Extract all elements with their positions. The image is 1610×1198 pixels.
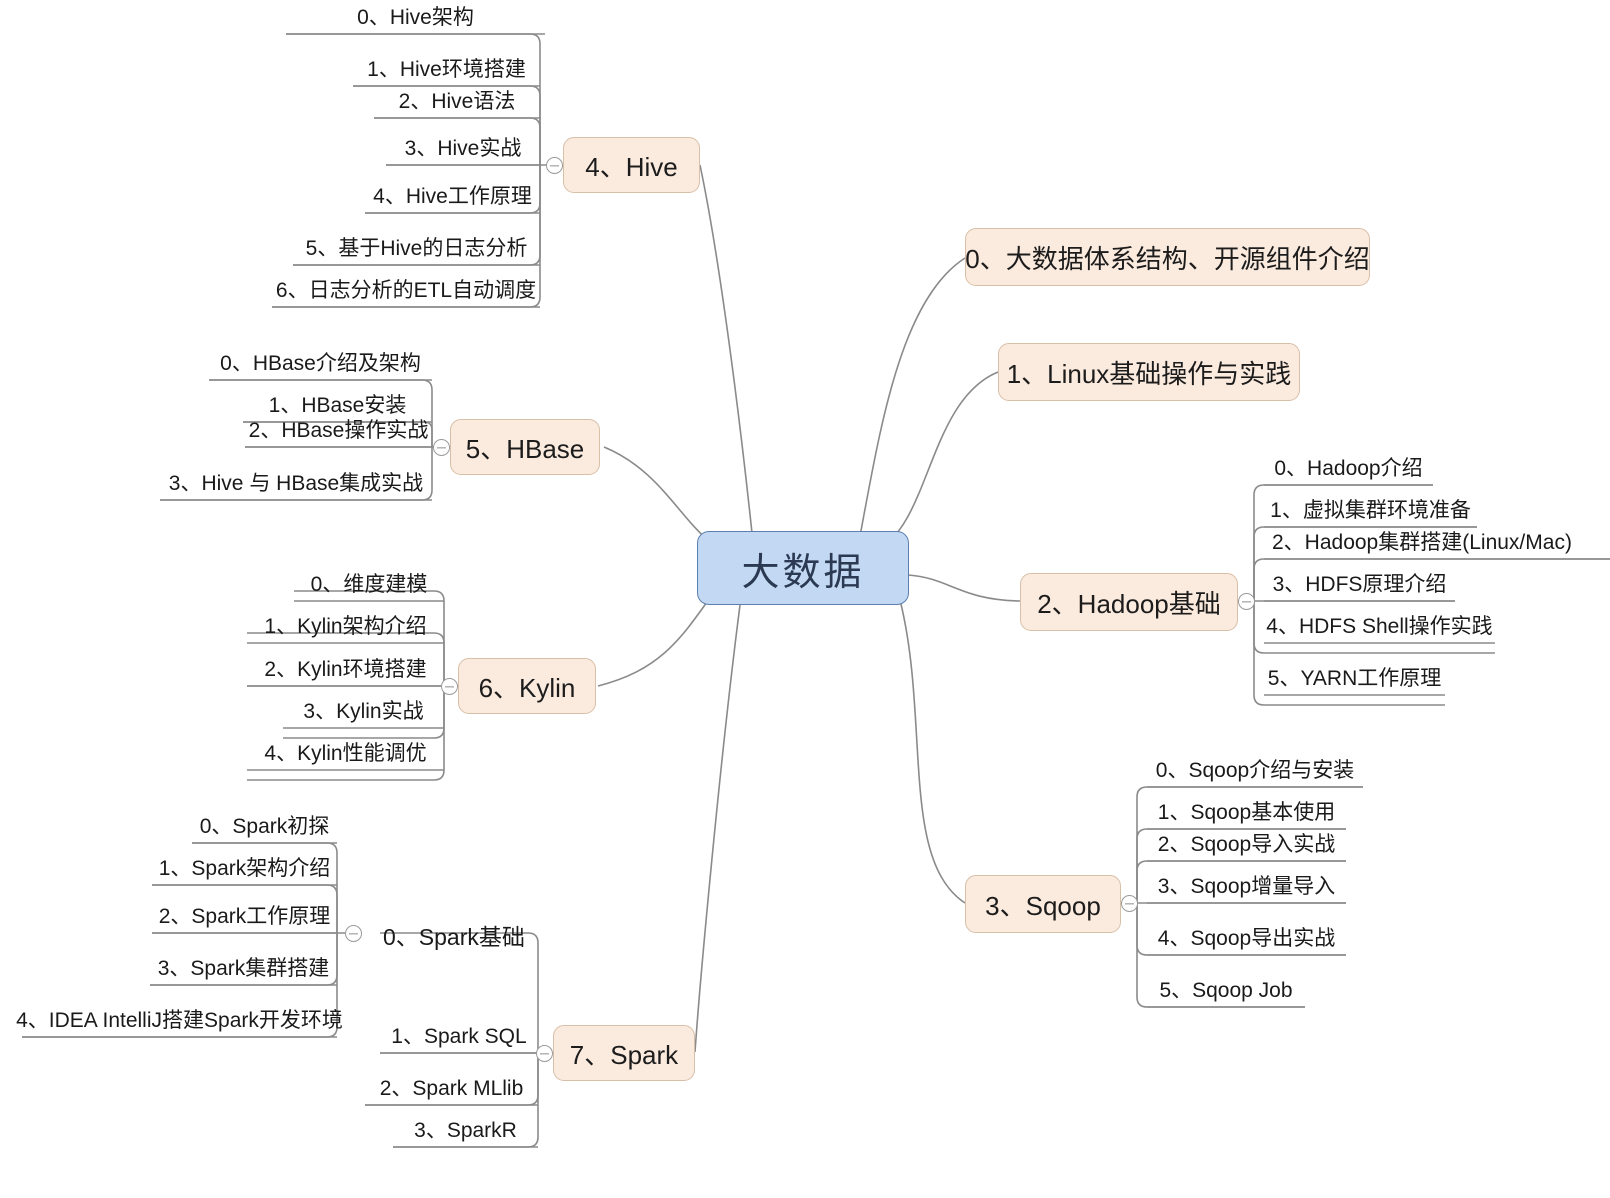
leaf-spark-basics-0-label: 0、Spark初探 xyxy=(199,815,330,838)
leaf-kylin-3[interactable]: 3、Kylin实战 xyxy=(283,694,444,728)
root-node[interactable]: 大数据 xyxy=(697,531,909,605)
root-node-label: 大数据 xyxy=(741,551,865,594)
leaf-kylin-1-label: 1、Kylin架构介绍 xyxy=(264,615,427,638)
leaf-hive-5-label: 5、基于Hive的日志分析 xyxy=(305,237,528,260)
leaf-spark-basics-4[interactable]: 4、IDEA IntelliJ搭建Spark开发环境 xyxy=(16,1003,343,1037)
topic-node-2[interactable]: 2、Hadoop基础 xyxy=(1020,573,1238,631)
leaf-hadoop-0-label: 0、Hadoop介绍 xyxy=(1274,457,1423,480)
topic-node-1-label: 1、Linux基础操作与实践 xyxy=(1006,358,1292,389)
leaf-hive-4-label: 4、Hive工作原理 xyxy=(373,185,532,208)
leaf-sqoop-3-label: 3、Sqoop增量导入 xyxy=(1157,875,1336,898)
leaf-hive-2-label: 2、Hive语法 xyxy=(398,90,516,113)
leaf-spark-basics-2-label: 2、Spark工作原理 xyxy=(158,905,331,928)
leaf-kylin-2-label: 2、Kylin环境搭建 xyxy=(264,658,427,681)
topic-node-6-label: 6、Kylin xyxy=(478,672,576,703)
topic-node-6-collapse-minus-icon[interactable] xyxy=(441,678,458,695)
leaf-sqoop-3[interactable]: 3、Sqoop增量导入 xyxy=(1147,869,1346,903)
leaf-sqoop-4[interactable]: 4、Sqoop导出实战 xyxy=(1147,921,1346,955)
leaf-sqoop-5-label: 5、Sqoop Job xyxy=(1159,979,1293,1002)
leaf-sqoop-2[interactable]: 2、Sqoop导入实战 xyxy=(1147,827,1346,861)
leaf-spark-basics-4-label: 4、IDEA IntelliJ搭建Spark开发环境 xyxy=(16,1009,343,1032)
topic-node-4-label: 4、Hive xyxy=(585,151,678,182)
subgroup-spark-basics-text: 0、Spark基础 xyxy=(383,924,525,950)
leaf-hbase-2-label: 2、HBase操作实战 xyxy=(248,419,429,442)
topic-node-1[interactable]: 1、Linux基础操作与实践 xyxy=(998,343,1300,401)
leaf-spark-2-label: 2、Spark MLlib xyxy=(379,1077,524,1100)
leaf-sqoop-2-label: 2、Sqoop导入实战 xyxy=(1157,833,1336,856)
topic-node-7-collapse-minus-icon[interactable] xyxy=(536,1045,553,1062)
leaf-hadoop-1[interactable]: 1、虚拟集群环境准备 xyxy=(1264,493,1477,527)
leaf-hive-3[interactable]: 3、Hive实战 xyxy=(386,131,540,165)
topic-node-2-collapse-minus-icon[interactable] xyxy=(1238,593,1255,610)
leaf-spark-basics-1-label: 1、Spark架构介绍 xyxy=(158,857,331,880)
leaf-spark-3-label: 3、SparkR xyxy=(414,1119,517,1142)
topic-node-4[interactable]: 4、Hive xyxy=(563,137,700,193)
leaf-hive-4[interactable]: 4、Hive工作原理 xyxy=(365,179,540,213)
leaf-spark-3[interactable]: 3、SparkR xyxy=(393,1113,538,1147)
leaf-spark-basics-1[interactable]: 1、Spark架构介绍 xyxy=(152,851,337,885)
leaf-kylin-1[interactable]: 1、Kylin架构介绍 xyxy=(247,609,444,643)
leaf-kylin-0-label: 0、维度建模 xyxy=(310,573,428,596)
leaf-hive-6[interactable]: 6、日志分析的ETL自动调度 xyxy=(272,273,540,307)
leaf-kylin-3-label: 3、Kylin实战 xyxy=(303,700,424,723)
leaf-hadoop-5[interactable]: 5、YARN工作原理 xyxy=(1264,661,1445,695)
leaf-hadoop-5-label: 5、YARN工作原理 xyxy=(1267,667,1442,690)
leaf-spark-1-label: 1、Spark SQL xyxy=(391,1025,527,1048)
leaf-hbase-1-label: 1、HBase安装 xyxy=(268,394,407,417)
leaf-hadoop-1-label: 1、虚拟集群环境准备 xyxy=(1270,499,1471,522)
leaf-hive-3-label: 3、Hive实战 xyxy=(404,137,522,160)
leaf-hive-1-label: 1、Hive环境搭建 xyxy=(367,58,526,81)
leaf-hive-6-label: 6、日志分析的ETL自动调度 xyxy=(275,279,537,302)
topic-node-7-label: 7、Spark xyxy=(569,1039,679,1070)
topic-node-3[interactable]: 3、Sqoop xyxy=(965,875,1121,933)
topic-node-6[interactable]: 6、Kylin xyxy=(458,658,596,714)
topic-node-5-collapse-minus-icon[interactable] xyxy=(433,439,450,456)
leaf-hadoop-3[interactable]: 3、HDFS原理介绍 xyxy=(1264,567,1455,601)
leaf-hbase-1[interactable]: 1、HBase安装 xyxy=(243,388,432,422)
leaf-sqoop-0[interactable]: 0、Sqoop介绍与安装 xyxy=(1147,753,1363,787)
topic-node-0-label: 0、大数据体系结构、开源组件介绍 xyxy=(965,243,1370,274)
leaf-hadoop-2-label: 2、Hadoop集群搭建(Linux/Mac) xyxy=(1272,531,1572,554)
leaf-hadoop-2[interactable]: 2、Hadoop集群搭建(Linux/Mac) xyxy=(1272,525,1610,559)
subgroup-spark-basics-label[interactable]: 0、Spark基础 xyxy=(383,918,525,952)
leaf-hive-0-label: 0、Hive架构 xyxy=(357,6,474,29)
topic-node-0[interactable]: 0、大数据体系结构、开源组件介绍 xyxy=(965,228,1370,286)
leaf-spark-basics-3[interactable]: 3、Spark集群搭建 xyxy=(150,951,337,985)
leaf-hadoop-3-label: 3、HDFS原理介绍 xyxy=(1272,573,1447,596)
leaf-spark-2[interactable]: 2、Spark MLlib xyxy=(365,1071,538,1105)
leaf-hive-1[interactable]: 1、Hive环境搭建 xyxy=(353,52,540,86)
leaf-spark-basics-0[interactable]: 0、Spark初探 xyxy=(192,809,337,843)
topic-node-5[interactable]: 5、HBase xyxy=(450,419,600,475)
leaf-hadoop-4[interactable]: 4、HDFS Shell操作实践 xyxy=(1264,609,1495,643)
leaf-hbase-3[interactable]: 3、Hive 与 HBase集成实战 xyxy=(160,466,432,500)
leaf-hive-5[interactable]: 5、基于Hive的日志分析 xyxy=(293,231,540,265)
topic-node-3-collapse-minus-icon[interactable] xyxy=(1121,895,1138,912)
leaf-spark-1[interactable]: 1、Spark SQL xyxy=(380,1019,538,1053)
leaf-sqoop-1-label: 1、Sqoop基本使用 xyxy=(1157,801,1336,824)
leaf-kylin-0[interactable]: 0、维度建模 xyxy=(294,567,444,601)
topic-node-2-label: 2、Hadoop基础 xyxy=(1037,588,1221,619)
topic-node-4-collapse-minus-icon[interactable] xyxy=(546,157,563,174)
subgroup-spark-basics-collapse-minus-icon[interactable] xyxy=(345,925,362,942)
leaf-sqoop-5[interactable]: 5、Sqoop Job xyxy=(1147,973,1305,1007)
leaf-kylin-4-label: 4、Kylin性能调优 xyxy=(264,742,427,765)
leaf-hbase-0[interactable]: 0、HBase介绍及架构 xyxy=(209,346,432,380)
leaf-kylin-2[interactable]: 2、Kylin环境搭建 xyxy=(247,652,444,686)
topic-node-3-label: 3、Sqoop xyxy=(985,890,1101,921)
topic-node-7[interactable]: 7、Spark xyxy=(553,1025,695,1081)
leaf-hbase-0-label: 0、HBase介绍及架构 xyxy=(220,352,421,375)
leaf-hadoop-0[interactable]: 0、Hadoop介绍 xyxy=(1264,451,1433,485)
leaf-hbase-3-label: 3、Hive 与 HBase集成实战 xyxy=(168,472,424,495)
leaf-kylin-4[interactable]: 4、Kylin性能调优 xyxy=(247,736,444,770)
leaf-hive-0[interactable]: 0、Hive架构 xyxy=(286,0,545,34)
leaf-spark-basics-2[interactable]: 2、Spark工作原理 xyxy=(152,899,337,933)
topic-node-5-label: 5、HBase xyxy=(465,433,585,464)
leaf-sqoop-4-label: 4、Sqoop导出实战 xyxy=(1157,927,1336,950)
leaf-sqoop-0-label: 0、Sqoop介绍与安装 xyxy=(1155,759,1355,782)
leaf-sqoop-1[interactable]: 1、Sqoop基本使用 xyxy=(1147,795,1346,829)
leaf-spark-basics-3-label: 3、Spark集群搭建 xyxy=(157,957,330,980)
leaf-hbase-2[interactable]: 2、HBase操作实战 xyxy=(245,413,432,447)
leaf-hive-2[interactable]: 2、Hive语法 xyxy=(374,84,540,118)
leaf-hadoop-4-label: 4、HDFS Shell操作实践 xyxy=(1266,615,1493,638)
